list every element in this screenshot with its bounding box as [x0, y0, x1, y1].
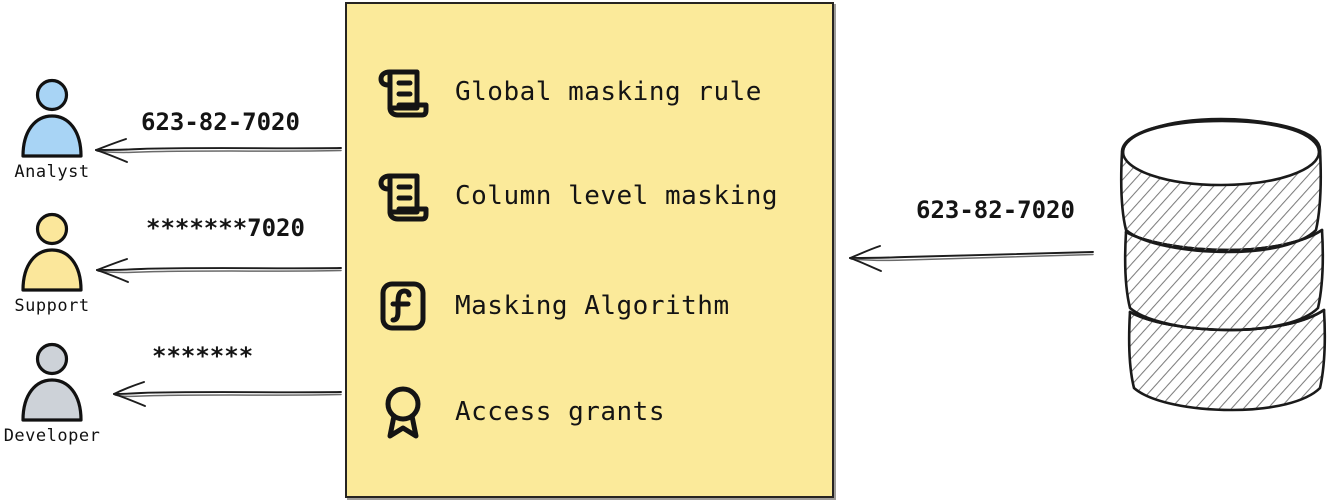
arrow-panel-to-analyst: [95, 138, 342, 163]
panel-item-label: Column level masking: [455, 181, 779, 211]
scroll-icon: [378, 69, 429, 118]
actor-label: Analyst: [14, 162, 90, 182]
arrow-panel-to-developer: [113, 381, 342, 407]
edge-label-database: 623-82-7020: [916, 196, 1075, 224]
edge-label-developer: *******: [152, 342, 254, 370]
person-icon: [21, 212, 83, 292]
actor-analyst[interactable]: Analyst: [0, 78, 112, 182]
scroll-icon: [378, 173, 429, 222]
panel-item-column-level-masking[interactable]: Column level masking: [377, 166, 778, 226]
arrow-panel-to-support: [96, 258, 342, 283]
function-icon: [380, 281, 426, 331]
actor-label: Support: [14, 296, 90, 316]
panel-item-masking-algorithm[interactable]: Masking Algorithm: [377, 276, 730, 336]
panel-item-global-masking-rule[interactable]: Global masking rule: [377, 62, 762, 122]
edge-label-support: *******7020: [146, 214, 305, 242]
panel-item-label: Global masking rule: [455, 77, 762, 107]
person-icon: [21, 342, 83, 422]
actor-support[interactable]: Support: [0, 212, 112, 316]
actor-label: Developer: [3, 426, 101, 446]
arrow-db-to-panel: [849, 245, 1094, 272]
award-icon: [385, 386, 421, 439]
edge-label-analyst: 623-82-7020: [141, 108, 300, 136]
panel-item-label: Masking Algorithm: [455, 291, 730, 321]
database-cylinder-icon: [1119, 117, 1327, 412]
panel-item-label: Access grants: [455, 397, 665, 427]
person-icon: [21, 78, 83, 158]
panel-item-access-grants[interactable]: Access grants: [377, 382, 665, 442]
actor-developer[interactable]: Developer: [0, 342, 112, 446]
masking-rules-panel: Global masking rule Column level masking…: [345, 2, 834, 498]
